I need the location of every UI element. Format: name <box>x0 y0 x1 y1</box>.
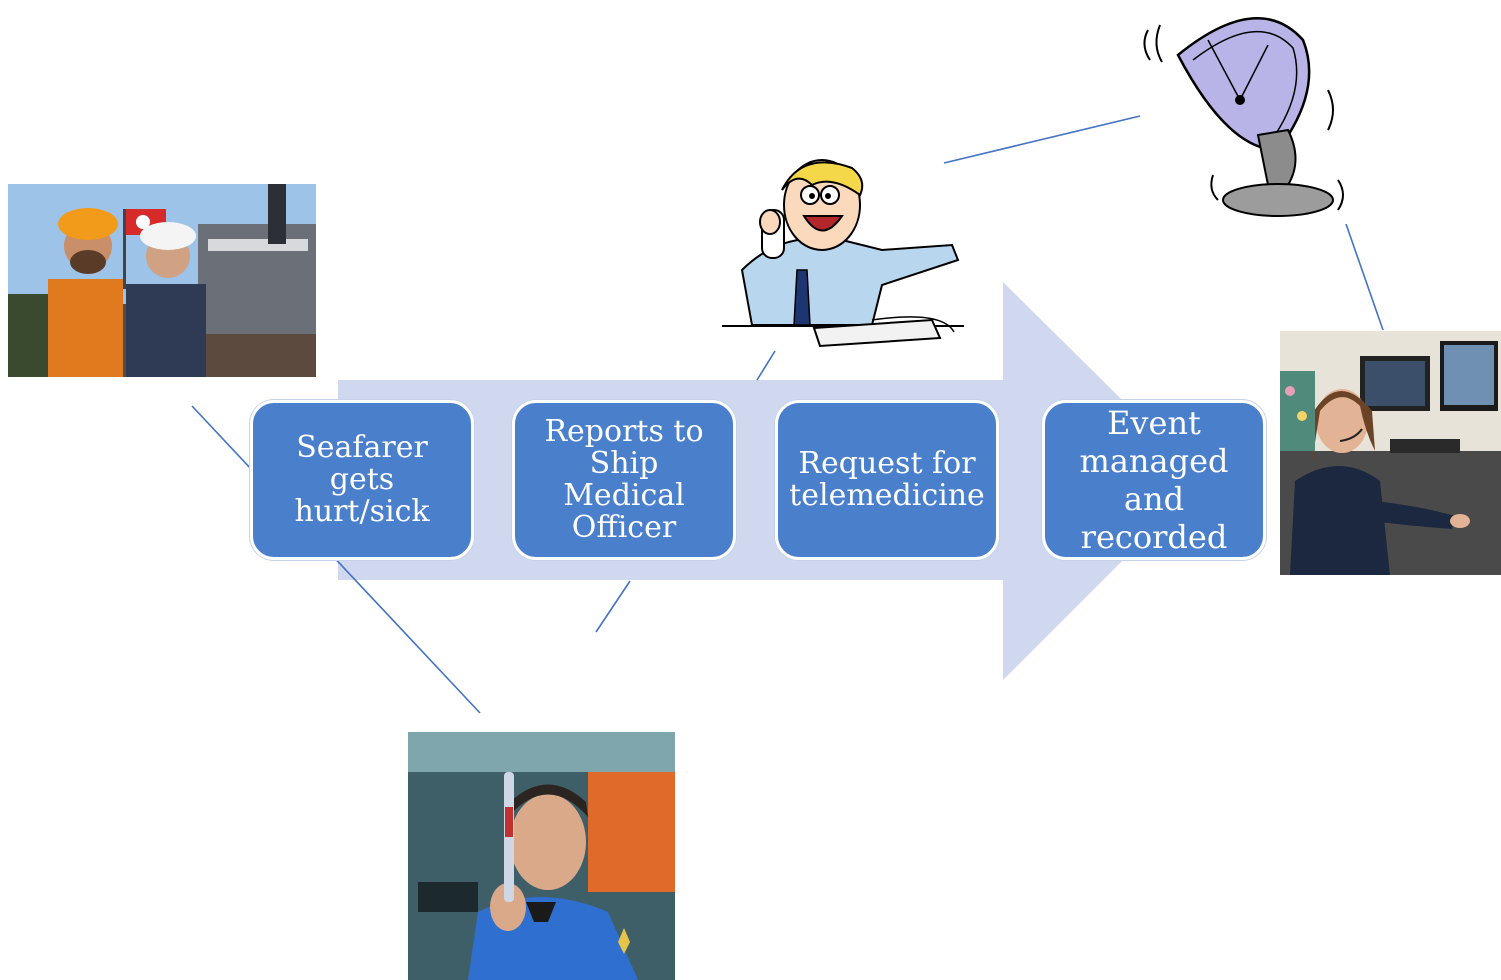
step-label: Reports to Ship Medical Officer <box>544 414 704 545</box>
ship-doctor-photo <box>408 732 675 980</box>
step-seafarer-hurt: Seafarer gets hurt/sick <box>250 400 474 560</box>
operator-photo <box>1280 331 1501 575</box>
seafarers-photo <box>8 184 316 377</box>
satellite-dish-clipart <box>1138 0 1350 225</box>
step-label: Event managed and recorded <box>1079 404 1229 556</box>
caller-clipart <box>722 150 964 352</box>
step-event-managed: Event managed and recorded <box>1042 400 1266 560</box>
step-label: Request for telemedicine <box>789 446 985 513</box>
step-reports-officer: Reports to Ship Medical Officer <box>512 400 736 560</box>
step-label: Seafarer gets hurt/sick <box>294 430 430 529</box>
step-request-telemedicine: Request for telemedicine <box>775 400 999 560</box>
